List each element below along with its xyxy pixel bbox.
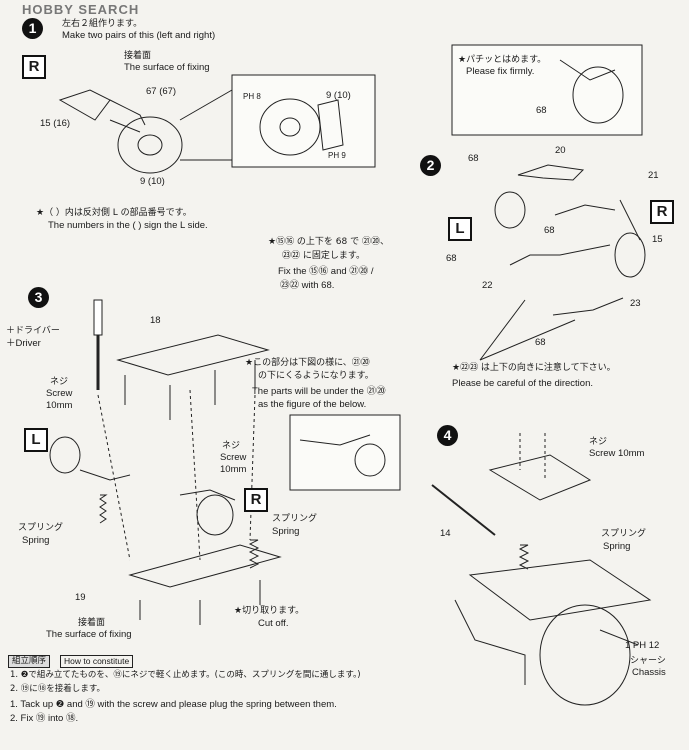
surface-label-jp: 接着面 [124, 51, 152, 61]
screw-jp-step4: ネジ [589, 437, 608, 447]
upper-chassis-drawing [116, 334, 270, 376]
under-note-jp-1: ★この部分は下図の様に、㉑⑳ [245, 358, 370, 368]
screw-right-en: Screw [220, 452, 247, 463]
part-22-label: 22 [482, 280, 493, 291]
part-68-top: 68 [536, 105, 547, 116]
screw-right-jp: ネジ [222, 441, 241, 451]
footer-line1-jp: 1. ❷で組み立てたものを、⑲にネジで軽く止めます。(この時、スプリングを間に通… [10, 670, 361, 680]
side-r-label-step1: R [22, 55, 46, 79]
detail-9-label: 9 (10) [326, 90, 351, 101]
screw-left-jp: ネジ [50, 377, 69, 387]
spring-left [99, 494, 108, 524]
surface-jp-step3: 接着面 [78, 618, 106, 628]
footer-line2-jp: 2. ⑲に⑱を接着します。 [10, 684, 105, 694]
side-r-label-step3: R [244, 488, 268, 512]
part-68-c: 68 [446, 253, 457, 264]
knuckle-drawing [58, 89, 111, 121]
lower-chassis-drawing [128, 544, 282, 588]
watermark-text: HOBBY SEARCH [22, 2, 140, 17]
order-box-jp: 組立順序 [8, 655, 51, 668]
side-l-label-step3: L [24, 428, 48, 452]
direction-note-en: Please be careful of the direction. [452, 378, 594, 389]
part-23-label: 23 [630, 298, 641, 309]
spring-jp-step4: スプリング [601, 529, 647, 539]
chassis-part-label: 1 PH 12 [625, 640, 660, 651]
parens-note-jp: ★（ ）内は反対側 L の部品番号です。 [36, 208, 192, 218]
detail-ph8-label: PH 8 [243, 92, 261, 101]
part-21-label: 21 [648, 170, 659, 181]
spring-right [248, 539, 260, 569]
side-l-label-step2: L [448, 217, 472, 241]
rod-14 [431, 484, 496, 536]
chassis-en: Chassis [632, 667, 666, 678]
surface-en-step3: The surface of fixing [46, 629, 132, 640]
cut-note-en: Cut off. [258, 618, 289, 629]
detail-frame-step3 [289, 414, 401, 491]
part-68-a: 68 [468, 153, 479, 164]
side-r-label-step2: R [650, 200, 674, 224]
spring-jp-left: スプリング [18, 523, 64, 533]
part-19-label: 19 [75, 592, 86, 603]
under-note-jp-2: の下にくるようになります。 [258, 371, 374, 381]
spring-en-step4: Spring [603, 541, 631, 552]
driver-label-jp: ＋ドライバー [6, 326, 60, 336]
chassis-step4 [454, 599, 526, 685]
step-2-badge: 2 [420, 155, 441, 176]
footer-line2-en: 2. Fix ⑲ into ⑱. [10, 713, 79, 724]
detail-frame-step1 [231, 74, 376, 168]
screw-en-step4: Screw 10mm [589, 448, 645, 459]
brake-disc-drawing [117, 116, 183, 174]
under-note-en-1: The parts will be under the ㉑⑳ [252, 386, 386, 397]
step1-en-instruction: Make two pairs of this (left and right) [62, 30, 216, 41]
part-67-label: 67 (67) [146, 86, 177, 97]
driver-label-en: ＋Driver [6, 338, 41, 349]
step-1-badge: 1 [22, 18, 43, 39]
surface-label-en: The surface of fixing [124, 62, 210, 73]
spring-jp-right: スプリング [272, 514, 318, 524]
screw-left-en: Screw [46, 388, 73, 399]
step-3-badge: 3 [28, 287, 49, 308]
part-14-label: 14 [440, 528, 451, 539]
cut-note-jp: ★切り取ります。 [234, 606, 305, 616]
detail-ph9-label: PH 9 [328, 151, 346, 160]
part-68-b: 68 [544, 225, 555, 236]
fix-note-en-2: ㉓㉒ with 68. [280, 280, 335, 291]
under-note-en-2: as the figure of the below. [258, 399, 367, 410]
part-18-label: 18 [150, 315, 161, 326]
fix-note-jp-1: ★⑮⑯ の上下を 68 で ㉑⑳、 [268, 237, 389, 247]
screw-left-size: 10mm [46, 400, 73, 411]
spring-en-left: Spring [22, 535, 50, 546]
direction-note-jp: ★㉒㉓ は上下の向きに注意して下さい。 [452, 363, 616, 373]
part-20-label: 20 [555, 145, 566, 156]
fix-note-en-1: Fix the ⑮⑯ and ㉑⑳ / [278, 266, 374, 277]
order-box-en: How to constitute [60, 655, 134, 668]
part-15-step2: 15 [652, 234, 663, 245]
chassis-jp: シャーシ [630, 656, 666, 666]
screw-right-size: 10mm [220, 464, 247, 475]
footer-line1-en: 1. Tack up ❷ and ⑲ with the screw and pl… [10, 699, 337, 710]
fix-note-jp-2: ㉓㉒ に固定します。 [282, 251, 365, 261]
step2-firm-jp: ★パチッとはめます。 [458, 55, 547, 65]
part-68-d: 68 [535, 337, 546, 348]
step2-firm-en: Please fix firmly. [466, 66, 535, 77]
step1-jp-instruction: 左右２組作ります。 [62, 19, 143, 29]
upper-arm-drawing [517, 164, 585, 181]
part-15-label: 15 (16) [40, 118, 71, 129]
spring-en-right: Spring [272, 526, 300, 537]
lower-arm-drawing [509, 244, 611, 266]
step-4-badge: 4 [437, 425, 458, 446]
part-9-label: 9 (10) [140, 176, 165, 187]
parens-note-en: The numbers in the ( ) sign the L side. [48, 220, 208, 231]
spring-step4 [518, 544, 530, 570]
